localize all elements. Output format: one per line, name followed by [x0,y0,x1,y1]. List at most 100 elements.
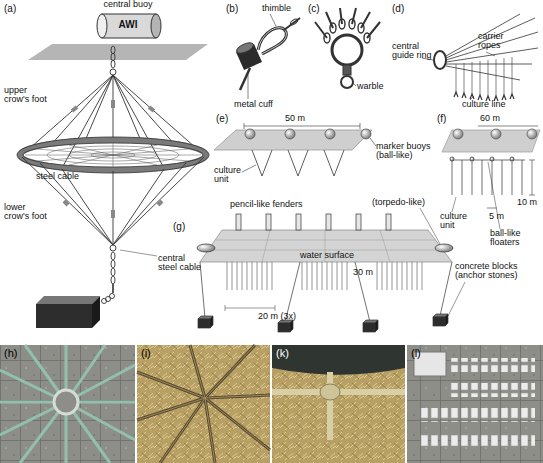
raft-system [200,230,452,262]
panel-letter: (f) [437,114,446,125]
part-label: culture line [462,100,506,109]
photo-h [0,345,135,463]
raft-system [236,214,241,230]
panel-letter: (c) [308,4,320,15]
panel-letter: (d) [392,4,404,15]
mooring-system [91,152,135,158]
raft-system [197,208,465,332]
part-label: steel cable [36,172,79,181]
dimension-label: 50 m [285,114,305,123]
grid-unit [527,129,537,139]
raft-system [200,262,452,322]
mooring-system [23,143,203,167]
photo-l [450,383,535,397]
grid-unit [453,129,463,139]
mooring-system [111,252,115,260]
longline-unit [242,138,376,172]
raft-system [225,262,275,290]
node-heading: (h) [4,348,17,360]
warble-ring-detail [341,76,353,88]
photo-h [54,390,78,414]
mooring-system [47,146,179,164]
mooring-system [111,268,115,276]
warble-ring-detail [353,83,356,86]
photo-panel: (i) [137,345,270,463]
dimension-label: 30 m [353,268,373,277]
raft-system [210,230,444,262]
raft-system [363,320,378,332]
longline-unit [214,130,372,150]
guide-ring-detail [422,14,538,101]
mooring-system [22,75,204,168]
longline-unit [285,129,295,139]
thimble-cuff-detail [290,18,299,26]
raft-system [433,314,448,326]
dimension-label: 60 m [480,114,500,123]
dimension-label: 10 m [517,198,537,207]
part-label: pencil-like fenders [230,200,303,209]
raft-system [300,262,350,290]
panel-letter: (e) [216,114,228,125]
part-label: lower crow's foot [4,203,52,222]
photo-i [137,345,270,463]
buoy-end [151,14,161,38]
mooring-system [17,137,209,173]
mooring-system [111,260,115,268]
mooring-system [112,284,114,293]
part-label: (torpedo-like) [372,198,425,207]
thimble-cuff-detail [248,14,276,99]
photo-h [0,345,135,463]
grid-unit [491,129,501,139]
part-label: metal cuff [234,100,273,109]
raft-system [296,214,301,230]
mooring-system [64,100,162,218]
photo-i [137,345,270,463]
raft-system [278,320,293,332]
panel-letter: (g) [173,222,185,233]
longline-unit [361,129,371,139]
thimble-cuff-detail [235,14,300,99]
part-label: warble [357,82,384,91]
grid-unit [478,126,538,127]
part-label: central guide ring [392,42,437,61]
raft-system [375,262,425,290]
grid-unit [450,157,454,161]
guide-ring-detail [446,14,538,80]
thimble-cuff-detail [258,28,286,54]
mooring-system [36,296,100,304]
photo-l [407,345,543,463]
longline-unit [245,129,255,139]
mooring-system [22,157,204,245]
raft-system [386,214,391,230]
raft-system [225,208,465,316]
guide-ring-detail [422,52,495,100]
longline-unit [244,123,360,129]
photo-l [407,345,543,463]
warble-ring-detail [343,65,351,75]
part-label: carrier ropes [478,32,513,51]
photo-i [137,345,270,463]
longline-unit [325,129,335,139]
photo-k [320,384,340,400]
photo-k [272,345,405,463]
mooring-system [28,44,208,60]
raft-system [266,214,271,230]
warble-ring-detail [332,35,362,65]
part-label: central steel cable [158,254,206,273]
node-heading: (i) [141,348,151,360]
node-text: AWI [88,20,168,31]
part-label: culture unit [214,166,246,185]
raft-system [326,214,331,230]
buoy-node: central buoyAWI [88,0,168,44]
grid-unit [450,160,525,195]
thimble-cuff-detail [235,41,255,56]
photo-panel: (l) [407,345,543,463]
mooring-system [92,296,100,328]
mooring-system [111,60,115,68]
part-label: ball-like floaters [490,229,534,248]
mooring-system [111,276,115,284]
photo-panel: (h) [0,345,135,463]
mooring-system [36,304,92,328]
